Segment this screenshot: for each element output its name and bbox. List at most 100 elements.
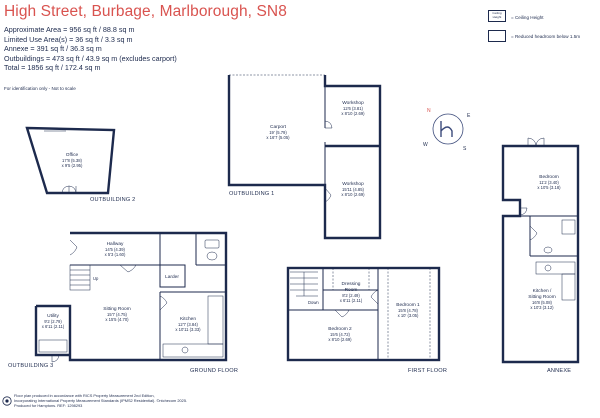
outbuilding-2: Office 17'8 (5.38) x 9'5 (2.95) OUTBUILD… [25, 126, 136, 203]
bedroom-2-door [334, 309, 350, 318]
annexe-kitchen-name: Kitchen / [533, 288, 552, 294]
carport-dim-2: x 16'7 (5.05) [266, 135, 290, 140]
bedroom-2-name: Bedroom 2 [328, 326, 352, 332]
utility-name: Utility [47, 313, 59, 319]
annexe-kitchen-units [535, 261, 576, 275]
area-line-approximate: Approximate Area = 956 sq ft / 88.8 sq m [4, 25, 135, 34]
footer-line-1: Floor plan produced in accordance with R… [14, 393, 155, 398]
wc-basin [204, 239, 220, 249]
office-dim-1: 17'8 (5.38) [62, 158, 82, 163]
outbuilding-3-label: OUTBUILDING 3 [8, 363, 54, 369]
dressing-room-name-2: Room [345, 287, 358, 293]
first-floor-walls [286, 266, 441, 362]
hallway-name: Hallway [107, 241, 124, 247]
sitting-room-name: Sitting Room [103, 306, 130, 312]
workshop-1-name: Workshop [342, 100, 364, 106]
bedroom-1-dim-2: x 10' (3.05) [398, 313, 419, 318]
carport-name: Carport [270, 124, 287, 130]
compass-s: S [463, 146, 467, 152]
workshop-2-name: Workshop [342, 181, 364, 187]
compass-e: E [467, 113, 471, 119]
bedroom-1-door [370, 289, 379, 305]
reduced-headroom-symbol [488, 30, 506, 42]
annexe-french-doors [527, 137, 545, 147]
outbuilding-1: Carport 19' (5.79) x 16'7 (5.05) Worksho… [227, 74, 382, 240]
footer-line-2: Incorporating International Property Mea… [14, 398, 188, 403]
office-walls [25, 126, 116, 195]
annexe-bedroom-door [519, 207, 528, 216]
workshop-2-door [324, 187, 332, 203]
outbuilding-2-label: OUTBUILDING 2 [90, 197, 136, 203]
annexe-sink [544, 264, 552, 272]
wc-toilet [206, 251, 218, 261]
workshop-1-dim-2: x 8'10 (2.69) [341, 111, 365, 116]
area-line-total: Total = 1856 sq ft / 172.4 sq m [4, 63, 101, 73]
outbuilding-1-label: OUTBUILDING 1 [229, 191, 275, 197]
workshop-1-dim-1: 12'6 (3.81) [343, 106, 363, 111]
scale-note: For identification only - Not to scale [4, 86, 76, 91]
area-line-limited-use: Limited Use Area(s) = 36 sq ft / 3.3 sq … [4, 34, 133, 44]
annexe-bedroom-dim-2: x 10'5 (3.18) [537, 185, 561, 190]
ceiling-height-label: = Ceiling Height [511, 15, 544, 20]
hallway-dim-2: x 5'3 (1.60) [105, 252, 126, 257]
dressing-room-dim-2: x 6'11 (2.11) [340, 298, 363, 303]
office-double-door [61, 185, 77, 194]
sitting-room-door [119, 264, 137, 273]
sitting-room-dim-2: x 15'5 (4.70) [105, 317, 129, 322]
front-door [69, 239, 78, 256]
reduced-headroom-label: = Reduced headroom below 1.5m [511, 34, 581, 39]
utility-dim-1: 9'2 (2.79) [44, 319, 62, 324]
kitchen-name: Kitchen [180, 316, 196, 322]
annexe-shower-door [529, 225, 538, 241]
kitchen-units [162, 343, 224, 358]
annexe-bedroom-name: Bedroom [539, 174, 558, 180]
legend: Ceiling Height = Ceiling Height = Reduce… [488, 6, 596, 42]
kitchen-dim-1: 12'7 (3.84) [178, 322, 198, 327]
carport-dim-1: 19' (5.79) [269, 130, 287, 135]
kitchen-sink [181, 346, 189, 354]
annexe-kitchen-dim-2: x 10'3 (3.12) [530, 305, 554, 310]
ground-floor-walls [36, 231, 228, 362]
bedroom-2-dim-2: x 8'10 (2.69) [328, 337, 352, 342]
annexe-shower-tray [561, 219, 576, 235]
sitting-room-dim-1: 15'7 (4.75) [107, 312, 127, 317]
first-floor: Down Dressing Room 8'2 (2.49) x 6'11 (2.… [286, 266, 447, 374]
annexe-walls [501, 144, 580, 364]
annexe-toilet [543, 246, 553, 254]
stairs-down-marker: Down [308, 300, 319, 305]
page-title: High Street, Burbage, Marlborough, SN8 [4, 3, 287, 20]
dressing-room-dim-1: 8'2 (2.49) [342, 293, 360, 298]
first-floor-stairs [290, 271, 318, 297]
ground-floor-label: GROUND FLOOR [190, 368, 238, 374]
dressing-room-name: Dressing [342, 281, 361, 287]
office-name: Office [66, 152, 79, 158]
ceiling-height-symbol: Ceiling Height [488, 10, 506, 22]
stairs-up-marker: Up [93, 276, 99, 281]
workshop-2-dim-1: 15'11 (4.85) [342, 187, 365, 192]
ground-stairs [69, 264, 91, 291]
utility-door [51, 354, 60, 363]
rics-logo-icon [2, 396, 12, 406]
compass: N E S W [423, 108, 471, 152]
kitchen-units-east [207, 295, 224, 345]
compass-logo [440, 121, 453, 137]
annexe: Bedroom 11'2 (3.40) x 10'5 (3.18) Kitche… [501, 137, 580, 374]
ground-floor: Up Hallway 14'5 (4.39) x 5'3 (1.60) [8, 231, 238, 374]
larder-name: Larder [165, 274, 179, 280]
bedroom-1-dim-1: 15'8 (4.78) [398, 308, 418, 313]
hallway-dim-1: 14'5 (4.39) [105, 247, 125, 252]
outbuilding-1-walls [227, 75, 382, 240]
compass-ring [432, 113, 464, 145]
ceiling-height-symbol-text: Ceiling Height [492, 11, 502, 19]
larder-outline [159, 264, 186, 288]
utility-dim-2: x 6'11 (2.11) [42, 324, 65, 329]
footer: Floor plan produced in accordance with R… [14, 393, 187, 408]
first-floor-label: FIRST FLOOR [408, 368, 447, 374]
area-summary: Approximate Area = 956 sq ft / 88.8 sq m… [4, 25, 177, 73]
area-line-annexe: Annexe = 391 sq ft / 36.3 sq m [4, 44, 102, 54]
annexe-bedroom-dim-1: 11'2 (3.40) [539, 180, 559, 185]
compass-w: W [423, 142, 428, 148]
annexe-kitchen-units-east [561, 273, 576, 301]
